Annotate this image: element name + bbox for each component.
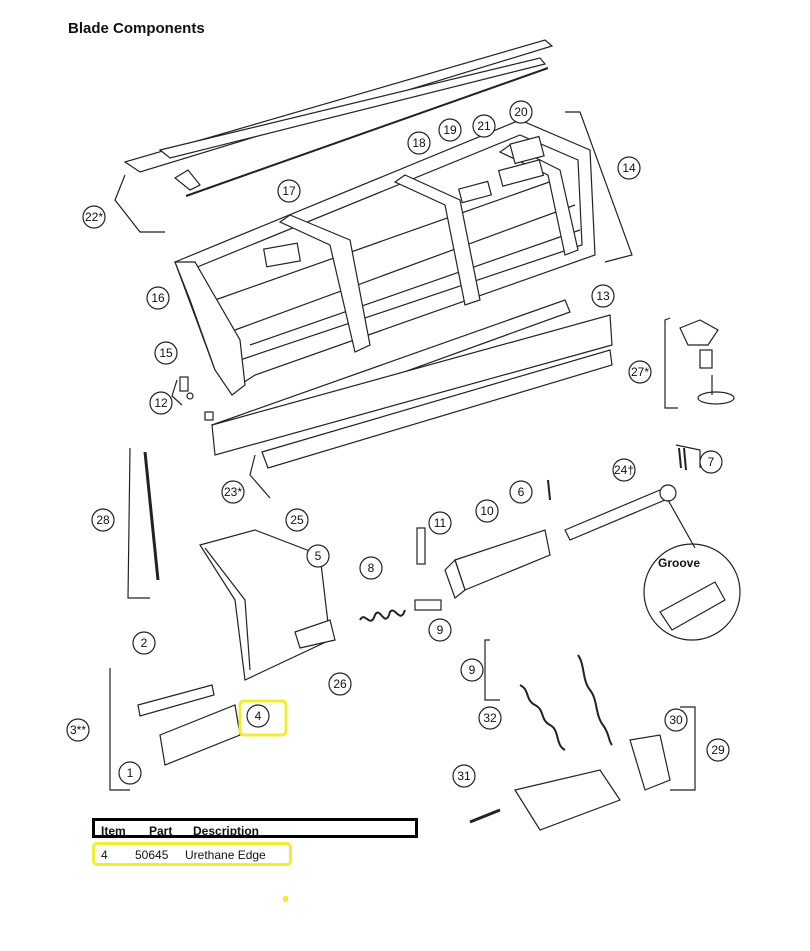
callout-circle: [478, 706, 502, 730]
callout-label: 17: [282, 184, 296, 198]
callout-circle: [246, 704, 270, 728]
callout-circle: [699, 450, 723, 474]
callout-circle: [460, 658, 484, 682]
row-item: 4: [101, 848, 108, 862]
callout-circle: [285, 508, 309, 532]
callout-label: 9: [469, 663, 476, 677]
callout-label: 1: [127, 766, 134, 780]
table-row: 4 50645 Urethane Edge: [92, 842, 292, 866]
callout-label: 13: [596, 289, 610, 303]
callout-label: 9: [437, 623, 444, 637]
callout-circle: [706, 738, 730, 762]
callout-circle: [452, 764, 476, 788]
callout-label: 24†: [614, 463, 634, 477]
callout-label: 32: [483, 711, 497, 725]
callout-label: 5: [315, 549, 322, 563]
callout-circle: [472, 114, 496, 138]
callout-label: 21: [477, 119, 491, 133]
callout-label: 29: [711, 743, 725, 757]
col-description: Description: [193, 824, 260, 838]
callout-label: 14: [622, 161, 636, 175]
callout-label: 22*: [85, 210, 103, 224]
callout-label: 19: [443, 123, 457, 137]
callout-circle: [509, 480, 533, 504]
callout-label: 10: [480, 504, 494, 518]
callout-circle: [277, 179, 301, 203]
callout-circle: [359, 556, 383, 580]
page-title: Blade Components: [68, 20, 205, 37]
item-4-highlight: [238, 699, 288, 737]
callout-circle: [407, 131, 431, 155]
callout-circle: [475, 499, 499, 523]
callout-circle: [149, 391, 173, 415]
callout-circle: [617, 156, 641, 180]
callout-label: 8: [368, 561, 375, 575]
callout-label: 31: [457, 769, 471, 783]
rod: [564, 489, 666, 541]
callout-label: 20: [514, 105, 528, 119]
callout-label: 2: [141, 636, 148, 650]
row-part: 50645: [135, 848, 169, 862]
callout-label: 28: [96, 513, 110, 527]
callout-circle: [118, 761, 142, 785]
callout-circle: [428, 511, 452, 535]
callout-label: 3**: [70, 723, 86, 737]
callout-circle: [628, 360, 652, 384]
callout-label: 11: [434, 516, 447, 530]
callout-circle: [612, 458, 636, 482]
callout-circle: [91, 508, 115, 532]
callout-circle: [82, 205, 106, 229]
callout-circle: [509, 100, 533, 124]
col-item: Item: [101, 824, 126, 838]
callout-circle: [154, 341, 178, 365]
callout-circle: [306, 544, 330, 568]
callout-label: 16: [151, 291, 165, 305]
callout-circle: [132, 631, 156, 655]
callout-circle: [438, 118, 462, 142]
callout-label: 15: [159, 346, 173, 360]
col-part: Part: [149, 824, 173, 838]
callout-label: 26: [333, 677, 347, 691]
callout-circle: [221, 480, 245, 504]
callout-label: 12: [154, 396, 168, 410]
parts-table-header: Item Part Description: [92, 818, 418, 838]
callout-label: 18: [412, 136, 426, 150]
groove-label: Groove: [658, 556, 700, 570]
callout-circle: [428, 618, 452, 642]
highlight-mark: [283, 896, 288, 902]
row-description: Urethane Edge: [185, 848, 266, 862]
callout-circle: [664, 708, 688, 732]
callout-label: 6: [518, 485, 525, 499]
callout-label: 27*: [631, 365, 649, 379]
callout-label: 4: [255, 709, 262, 723]
callout-circle: [328, 672, 352, 696]
callout-label: 23*: [224, 485, 242, 499]
callout-label: 7: [708, 455, 715, 469]
callout-label: 30: [669, 713, 683, 727]
callout-label: 25: [290, 513, 304, 527]
callout-circle: [66, 718, 90, 742]
callout-circle: [591, 284, 615, 308]
callout-circle: [146, 286, 170, 310]
